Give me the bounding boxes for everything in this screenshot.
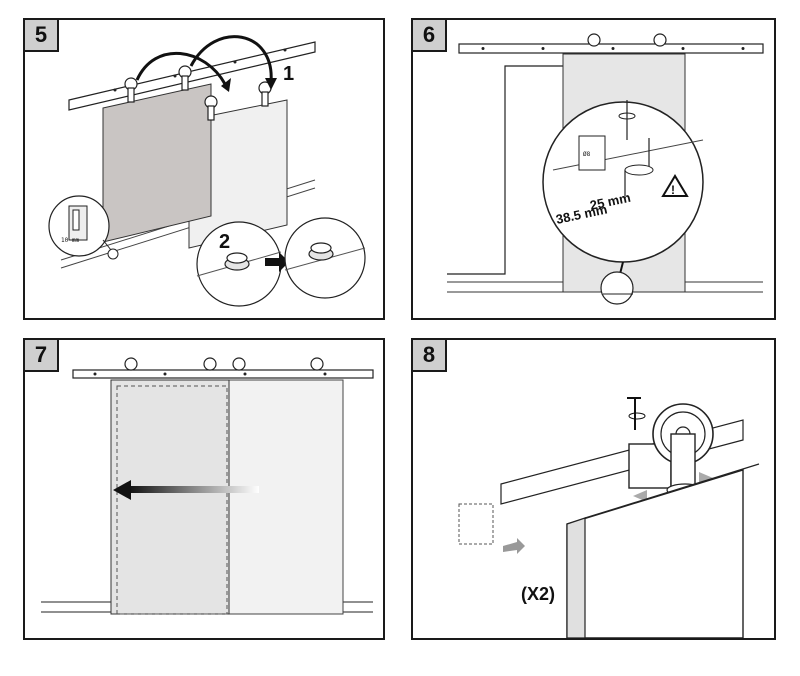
detail-circle-small xyxy=(600,271,634,305)
quantity-label: (X2) xyxy=(521,584,555,604)
warning-icon xyxy=(661,174,689,197)
rail xyxy=(458,43,764,54)
warning-mark: ! xyxy=(671,183,675,197)
step-8-illustration: (X2) xyxy=(458,397,760,638)
callout-one: 1 xyxy=(283,63,294,85)
hanger-wheels xyxy=(587,33,667,47)
door-open xyxy=(220,379,344,615)
door-top-edge xyxy=(566,469,744,638)
step-number-badge: 6 xyxy=(413,20,447,52)
callout-two: 2 xyxy=(219,231,230,253)
callout-tick: 10 mm xyxy=(61,237,79,244)
slide-arrow-shaft xyxy=(129,486,259,493)
panel-step-5: 5 1 10 mm xyxy=(23,18,385,320)
step-5-illustration: 1 10 mm 2 xyxy=(48,35,366,307)
panel-step-6: 6 Ø8 25 mm 38.5 mm ! xyxy=(411,18,776,320)
step-7-illustration xyxy=(41,357,374,615)
stopper xyxy=(458,503,494,545)
callout-drill: Ø8 xyxy=(583,151,591,158)
step-number-badge: 5 xyxy=(25,20,59,52)
slide-arrow-head xyxy=(113,480,131,500)
step-number-badge: 8 xyxy=(413,340,447,372)
panel-step-7: 7 xyxy=(23,338,385,640)
door-dark xyxy=(102,83,212,243)
rail xyxy=(72,369,374,379)
hanger-wheels xyxy=(124,357,324,371)
panel-step-8: 8 (X2) xyxy=(411,338,776,640)
step-6-illustration: Ø8 25 mm 38.5 mm ! xyxy=(447,33,764,305)
step-number-badge: 7 xyxy=(25,340,59,372)
